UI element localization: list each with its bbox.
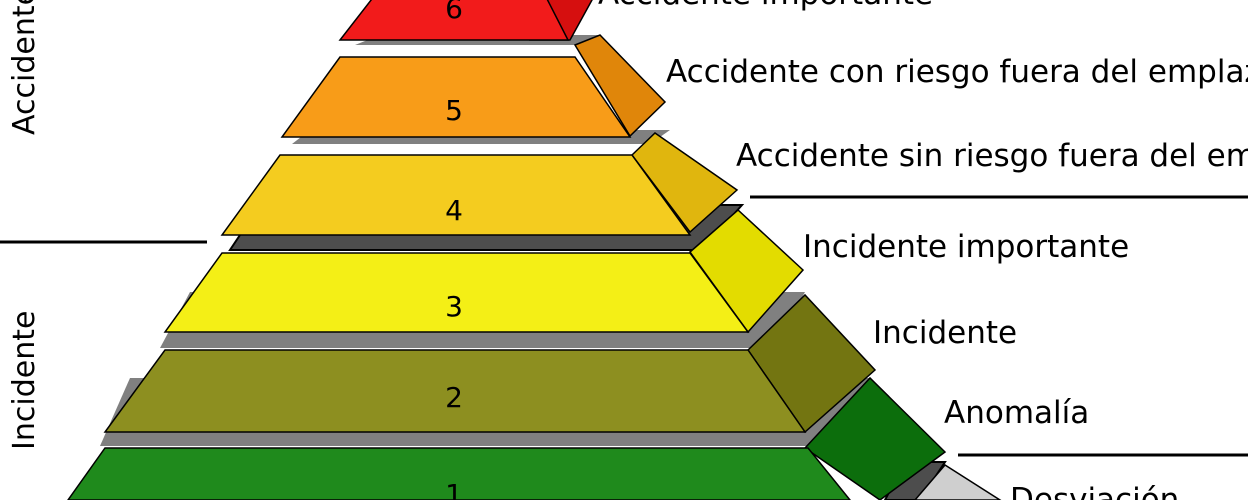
tier-0-label: Desviación — [1010, 482, 1179, 500]
tier-3-number: 3 — [445, 290, 463, 323]
group-label-accidente: Accidente — [7, 0, 42, 135]
tier-6-label: Accidente importante — [598, 0, 933, 12]
tier-3-label: Incidente importante — [803, 229, 1129, 265]
tier-front-faces — [67, 0, 851, 500]
tier-4-front-face — [220, 154, 692, 236]
tier-5-front-face — [280, 56, 632, 138]
tier-6-front-face — [338, 0, 570, 41]
tier-0-side-face — [914, 464, 1002, 500]
tier-4-number: 4 — [445, 194, 463, 227]
tier-5-side-face — [573, 34, 667, 138]
group-label-incidente: Incidente — [7, 311, 42, 450]
tier-4-label: Accidente sin riesgo fuera del emplazami… — [736, 138, 1248, 174]
tier-1-front-face — [67, 447, 851, 500]
tier-2-number: 2 — [445, 381, 463, 414]
tier-6-number: 6 — [445, 0, 463, 25]
tier-3-front-face — [163, 252, 750, 333]
tier-1-side-face — [803, 376, 947, 500]
tier-2-label: Incidente — [873, 315, 1017, 351]
tier-5-number: 5 — [445, 94, 463, 127]
tier-1-number: 1 — [445, 478, 463, 500]
tier-1-label: Anomalía — [944, 395, 1089, 431]
tier-2-front-face — [103, 349, 807, 433]
tier-5-label: Accidente con riesgo fuera del emplazami… — [666, 54, 1248, 90]
tier-4-side-face — [630, 132, 739, 234]
